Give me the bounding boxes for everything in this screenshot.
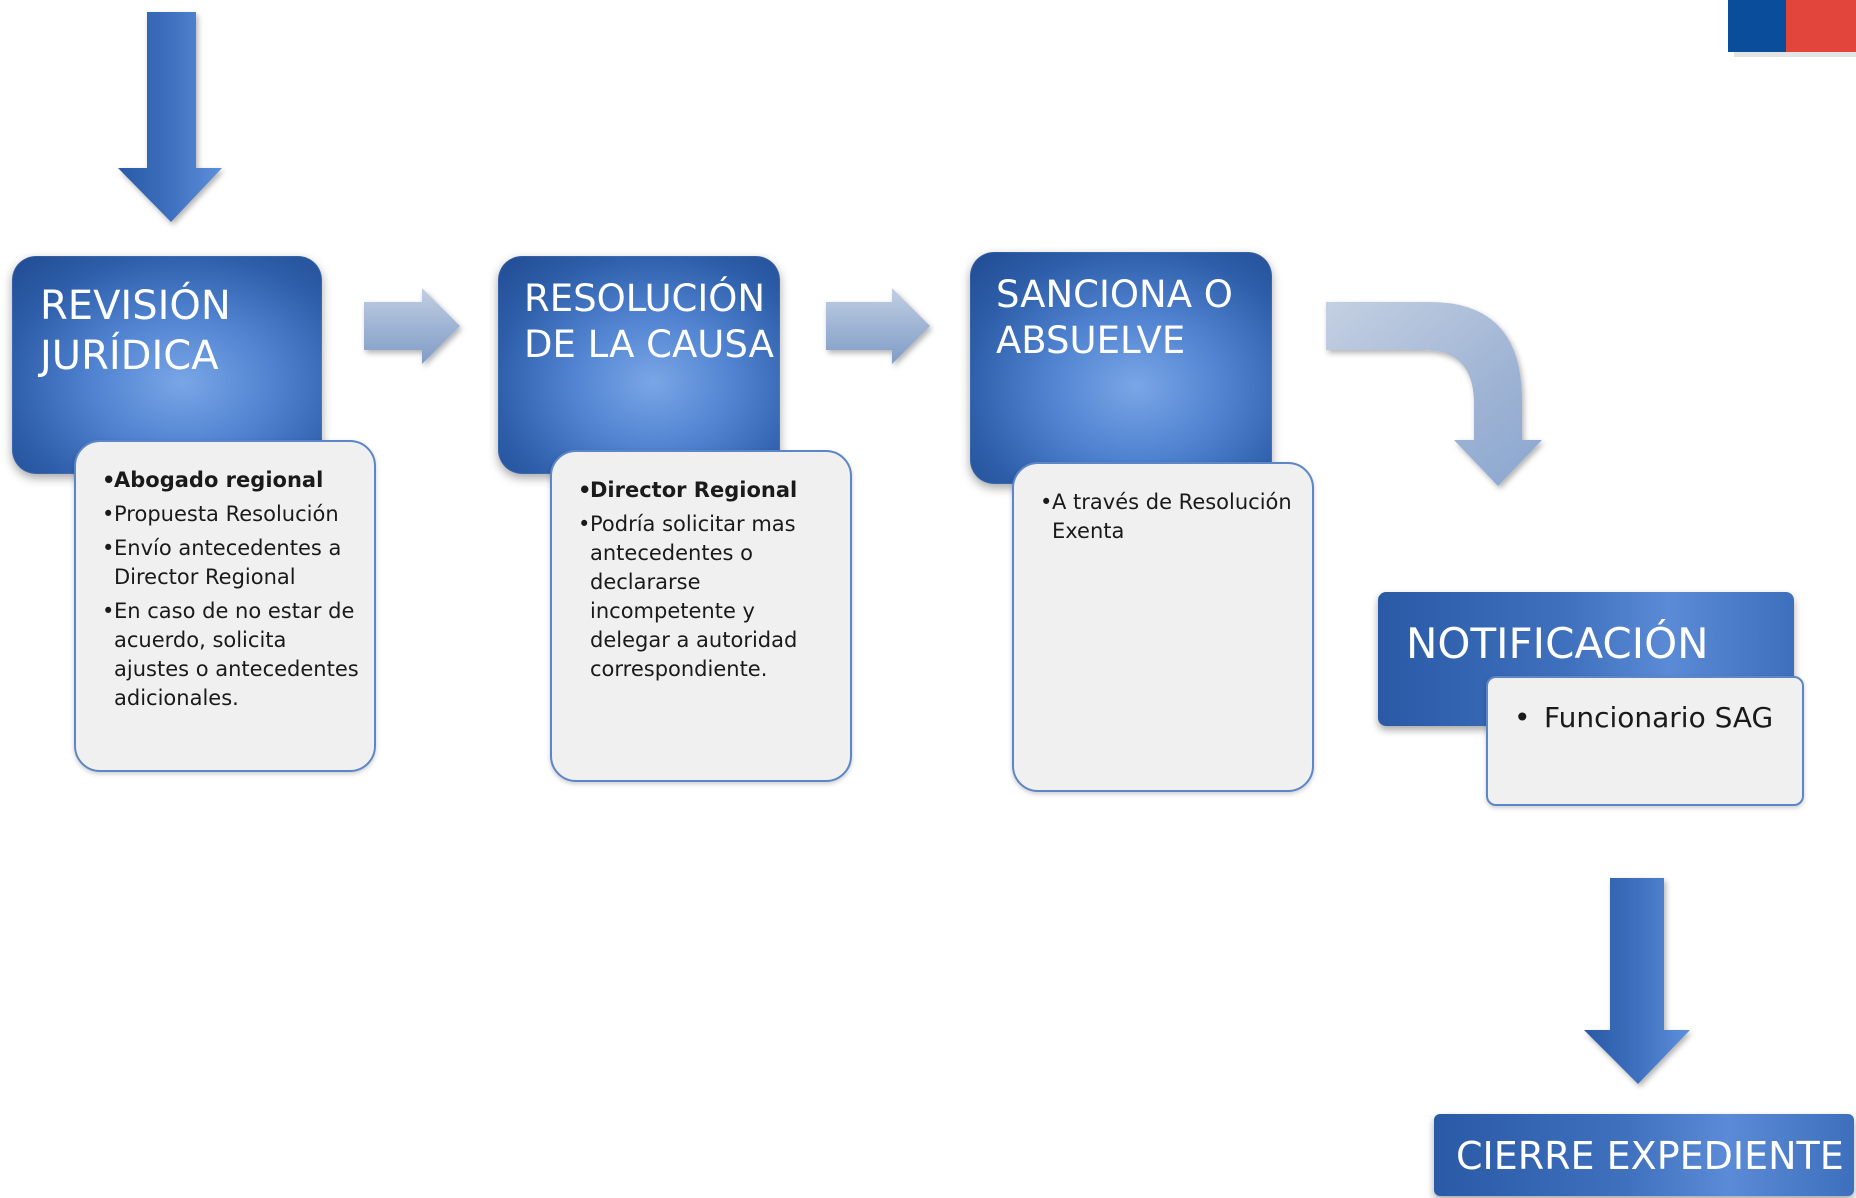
stage-title-resolucion: RESOLUCIÓN DE LA CAUSA <box>524 277 774 366</box>
stage-title-revision: REVISIÓN JURÍDICA <box>40 283 231 379</box>
detail-item: Podría solicitar mas antecedentes o decl… <box>578 510 836 684</box>
arrow-down-exit <box>1584 878 1690 1084</box>
arrow-curve-down <box>1326 302 1542 486</box>
detail-item: Propuesta Resolución <box>102 500 360 529</box>
stage-revision-juridica <box>12 256 322 474</box>
detail-card-sanciona: A través de Resolución Exenta <box>1012 462 1314 792</box>
detail-item: Funcionario SAG <box>1514 700 1792 736</box>
stage-title-sanciona: SANCIONA O ABSUELVE <box>996 273 1233 362</box>
stage-sanciona-absuelve <box>970 252 1272 484</box>
stage-title-cierre: CIERRE EXPEDIENTE <box>1456 1134 1844 1178</box>
arrow-right-1 <box>364 288 460 364</box>
arrow-down-entry <box>118 12 222 222</box>
detail-item: Envío antecedentes a Director Regional <box>102 534 360 592</box>
detail-item: Director Regional <box>578 476 836 505</box>
detail-item: Abogado regional <box>102 466 360 495</box>
detail-list-revision: Abogado regionalPropuesta ResoluciónEnví… <box>102 466 360 713</box>
flag-red-block <box>1786 0 1856 52</box>
detail-card-revision: Abogado regionalPropuesta ResoluciónEnví… <box>74 440 376 772</box>
stage-cierre-expediente <box>1434 1114 1854 1196</box>
detail-list-resolucion: Director RegionalPodría solicitar mas an… <box>578 476 836 684</box>
stage-title-notificacion: NOTIFICACIÓN <box>1406 619 1709 668</box>
stage-resolucion-causa <box>498 256 780 474</box>
arrow-right-2 <box>826 288 930 364</box>
detail-card-notificacion: Funcionario SAG <box>1486 676 1804 806</box>
detail-list-notificacion: Funcionario SAG <box>1514 700 1792 736</box>
flag-blue-block <box>1728 0 1786 52</box>
detail-card-resolucion: Director RegionalPodría solicitar mas an… <box>550 450 852 782</box>
flag-shadow <box>1734 52 1856 57</box>
detail-item: En caso de no estar de acuerdo, solicita… <box>102 597 360 713</box>
detail-item: A través de Resolución Exenta <box>1040 488 1298 546</box>
detail-list-sanciona: A través de Resolución Exenta <box>1040 488 1298 546</box>
